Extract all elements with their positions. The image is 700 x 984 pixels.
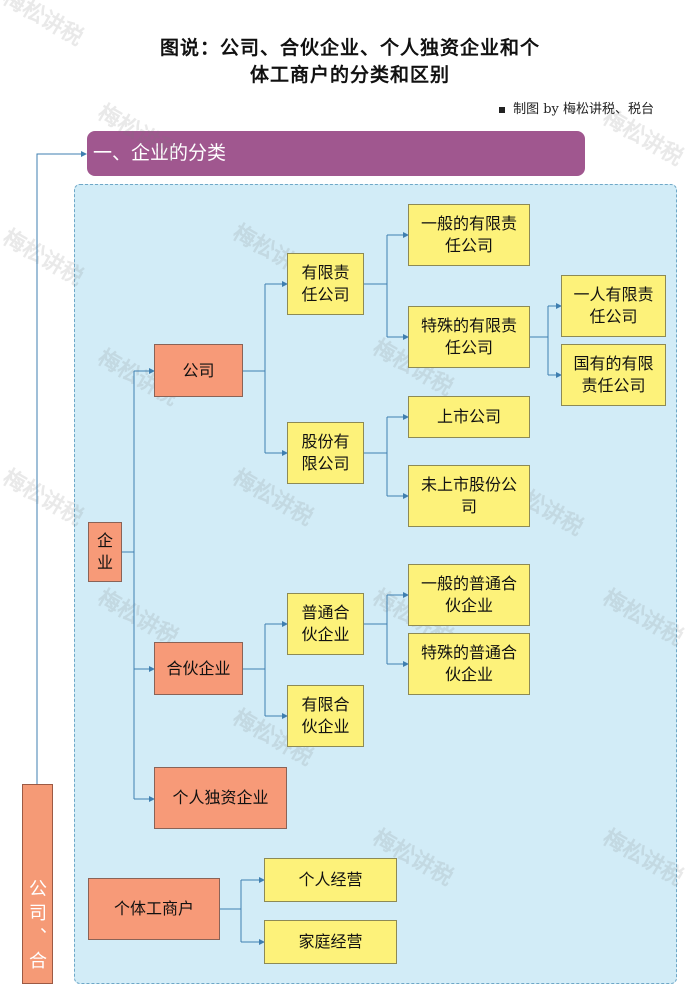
node-enterprise: 企业 [88, 522, 122, 582]
node-general-llc: 一般的有限责任公司 [408, 204, 530, 266]
node-partnership: 合伙企业 [154, 642, 243, 695]
page-title-line-1: 图说：公司、合伙企业、个人独资企业和个 [159, 37, 540, 59]
node-one-person-llc: 一人有限责任公司 [561, 275, 666, 337]
credit-line: 制图 by 梅松讲税、税台 [499, 98, 654, 117]
section-header: 一、企业的分类 [87, 131, 585, 176]
node-special-llc: 特殊的有限责任公司 [408, 306, 530, 368]
node-listed: 上市公司 [408, 396, 530, 438]
node-ordinary-general-partnership: 一般的普通合伙企业 [408, 564, 530, 626]
bullet-icon [499, 106, 506, 113]
node-state-owned-llc: 国有的有限责任公司 [561, 344, 666, 406]
credit-text: 制图 by 梅松讲税、税台 [513, 102, 654, 117]
sidebar-tab[interactable]: 公司、合 [22, 784, 53, 984]
node-general-partnership: 普通合伙企业 [287, 593, 364, 655]
node-unlisted: 未上市股份公司 [408, 465, 530, 527]
node-enterprise-label: 企业 [96, 531, 113, 572]
node-sole-proprietorship: 个人独资企业 [154, 767, 287, 829]
sidebar-label: 公司、合 [26, 879, 47, 975]
node-individual-operation: 个人经营 [264, 858, 397, 902]
node-joint-stock: 股份有限公司 [287, 422, 364, 484]
node-llc: 有限责任公司 [287, 253, 364, 315]
node-company: 公司 [154, 344, 243, 397]
node-individual-business: 个体工商户 [88, 878, 220, 940]
page-title-line-2: 体工商户的分类和区别 [249, 64, 450, 86]
node-limited-partnership: 有限合伙企业 [287, 685, 364, 747]
node-family-operation: 家庭经营 [264, 920, 397, 964]
node-special-general-partnership: 特殊的普通合伙企业 [408, 633, 530, 695]
